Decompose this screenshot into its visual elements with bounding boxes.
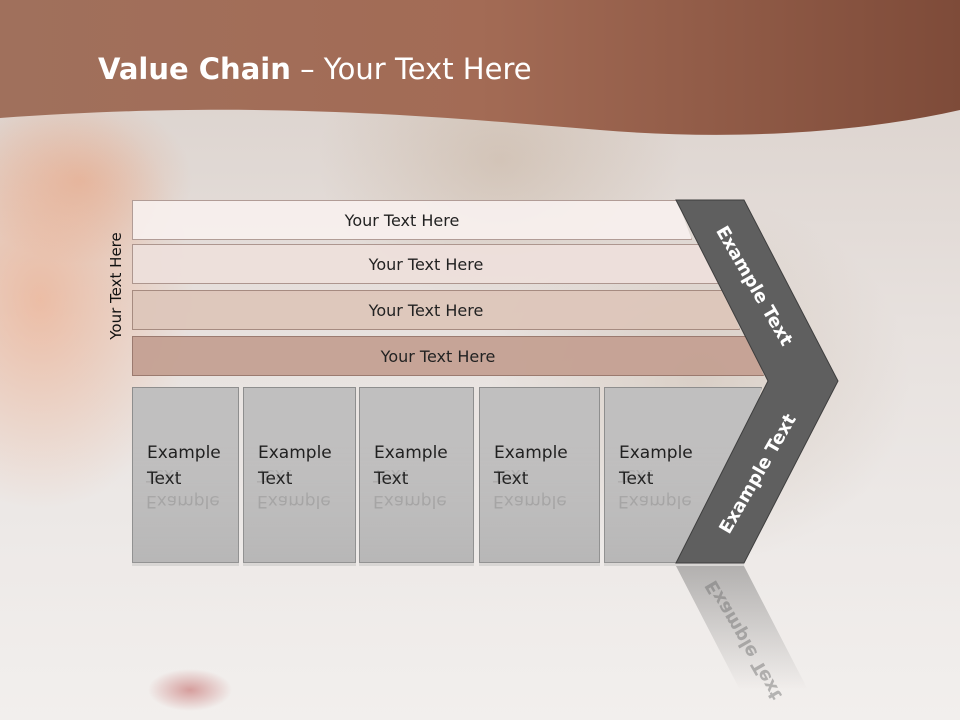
activity-4-line1: Example [494, 443, 568, 463]
activity-reflection-2: Example Text [243, 416, 356, 566]
activity-reflection-4: Example Text [479, 416, 600, 566]
activity-1-line2: Text [147, 469, 182, 489]
support-row-2: Your Text Here [132, 244, 740, 284]
support-row-3-label: Your Text Here [368, 300, 484, 320]
side-label: Your Text Here [104, 218, 128, 354]
reflection-2-line2: Text [257, 465, 292, 485]
reflection-3-line2: Text [373, 465, 408, 485]
activity-3-line2: Text [374, 469, 409, 489]
reflection-1-line1: Example [146, 491, 220, 511]
support-row-2-label: Your Text Here [368, 254, 484, 274]
activity-2-line2: Text [258, 469, 293, 489]
activity-1-line1: Example [147, 443, 221, 463]
activity-box-3: Example Text [359, 387, 474, 563]
support-row-1-label: Your Text Here [344, 210, 460, 230]
activity-5-line1: Example [619, 443, 693, 463]
activity-5-line2: Text [619, 469, 654, 489]
activity-box-4: Example Text [479, 387, 600, 563]
reflection-3-line1: Example [373, 491, 447, 511]
activity-box-2: Example Text [243, 387, 356, 563]
activity-3-line1: Example [374, 443, 448, 463]
activity-2-line1: Example [258, 443, 332, 463]
reflection-1-line2: Text [146, 465, 181, 485]
activity-4-line2: Text [494, 469, 529, 489]
reflection-5-line2: Text [618, 465, 653, 485]
title-bold: Value Chain [98, 52, 291, 86]
reflection-4-line2: Text [493, 465, 528, 485]
activity-reflection-5: Example Text [604, 416, 744, 566]
support-row-3: Your Text Here [132, 290, 740, 330]
activity-reflection-1: Example Text [132, 416, 239, 566]
activity-box-1: Example Text [132, 387, 239, 563]
reflection-4-line1: Example [493, 491, 567, 511]
support-row-1: Your Text Here [132, 200, 692, 240]
reflection-2-line1: Example [257, 491, 331, 511]
support-row-4-label: Your Text Here [380, 346, 496, 366]
activity-reflection-3: Example Text [359, 416, 474, 566]
title-rest: – Your Text Here [290, 52, 532, 86]
support-row-4: Your Text Here [132, 336, 764, 376]
slide-title: Value Chain – Your Text Here [98, 52, 532, 86]
side-label-text: Your Text Here [107, 232, 125, 340]
header-banner [0, 0, 960, 135]
